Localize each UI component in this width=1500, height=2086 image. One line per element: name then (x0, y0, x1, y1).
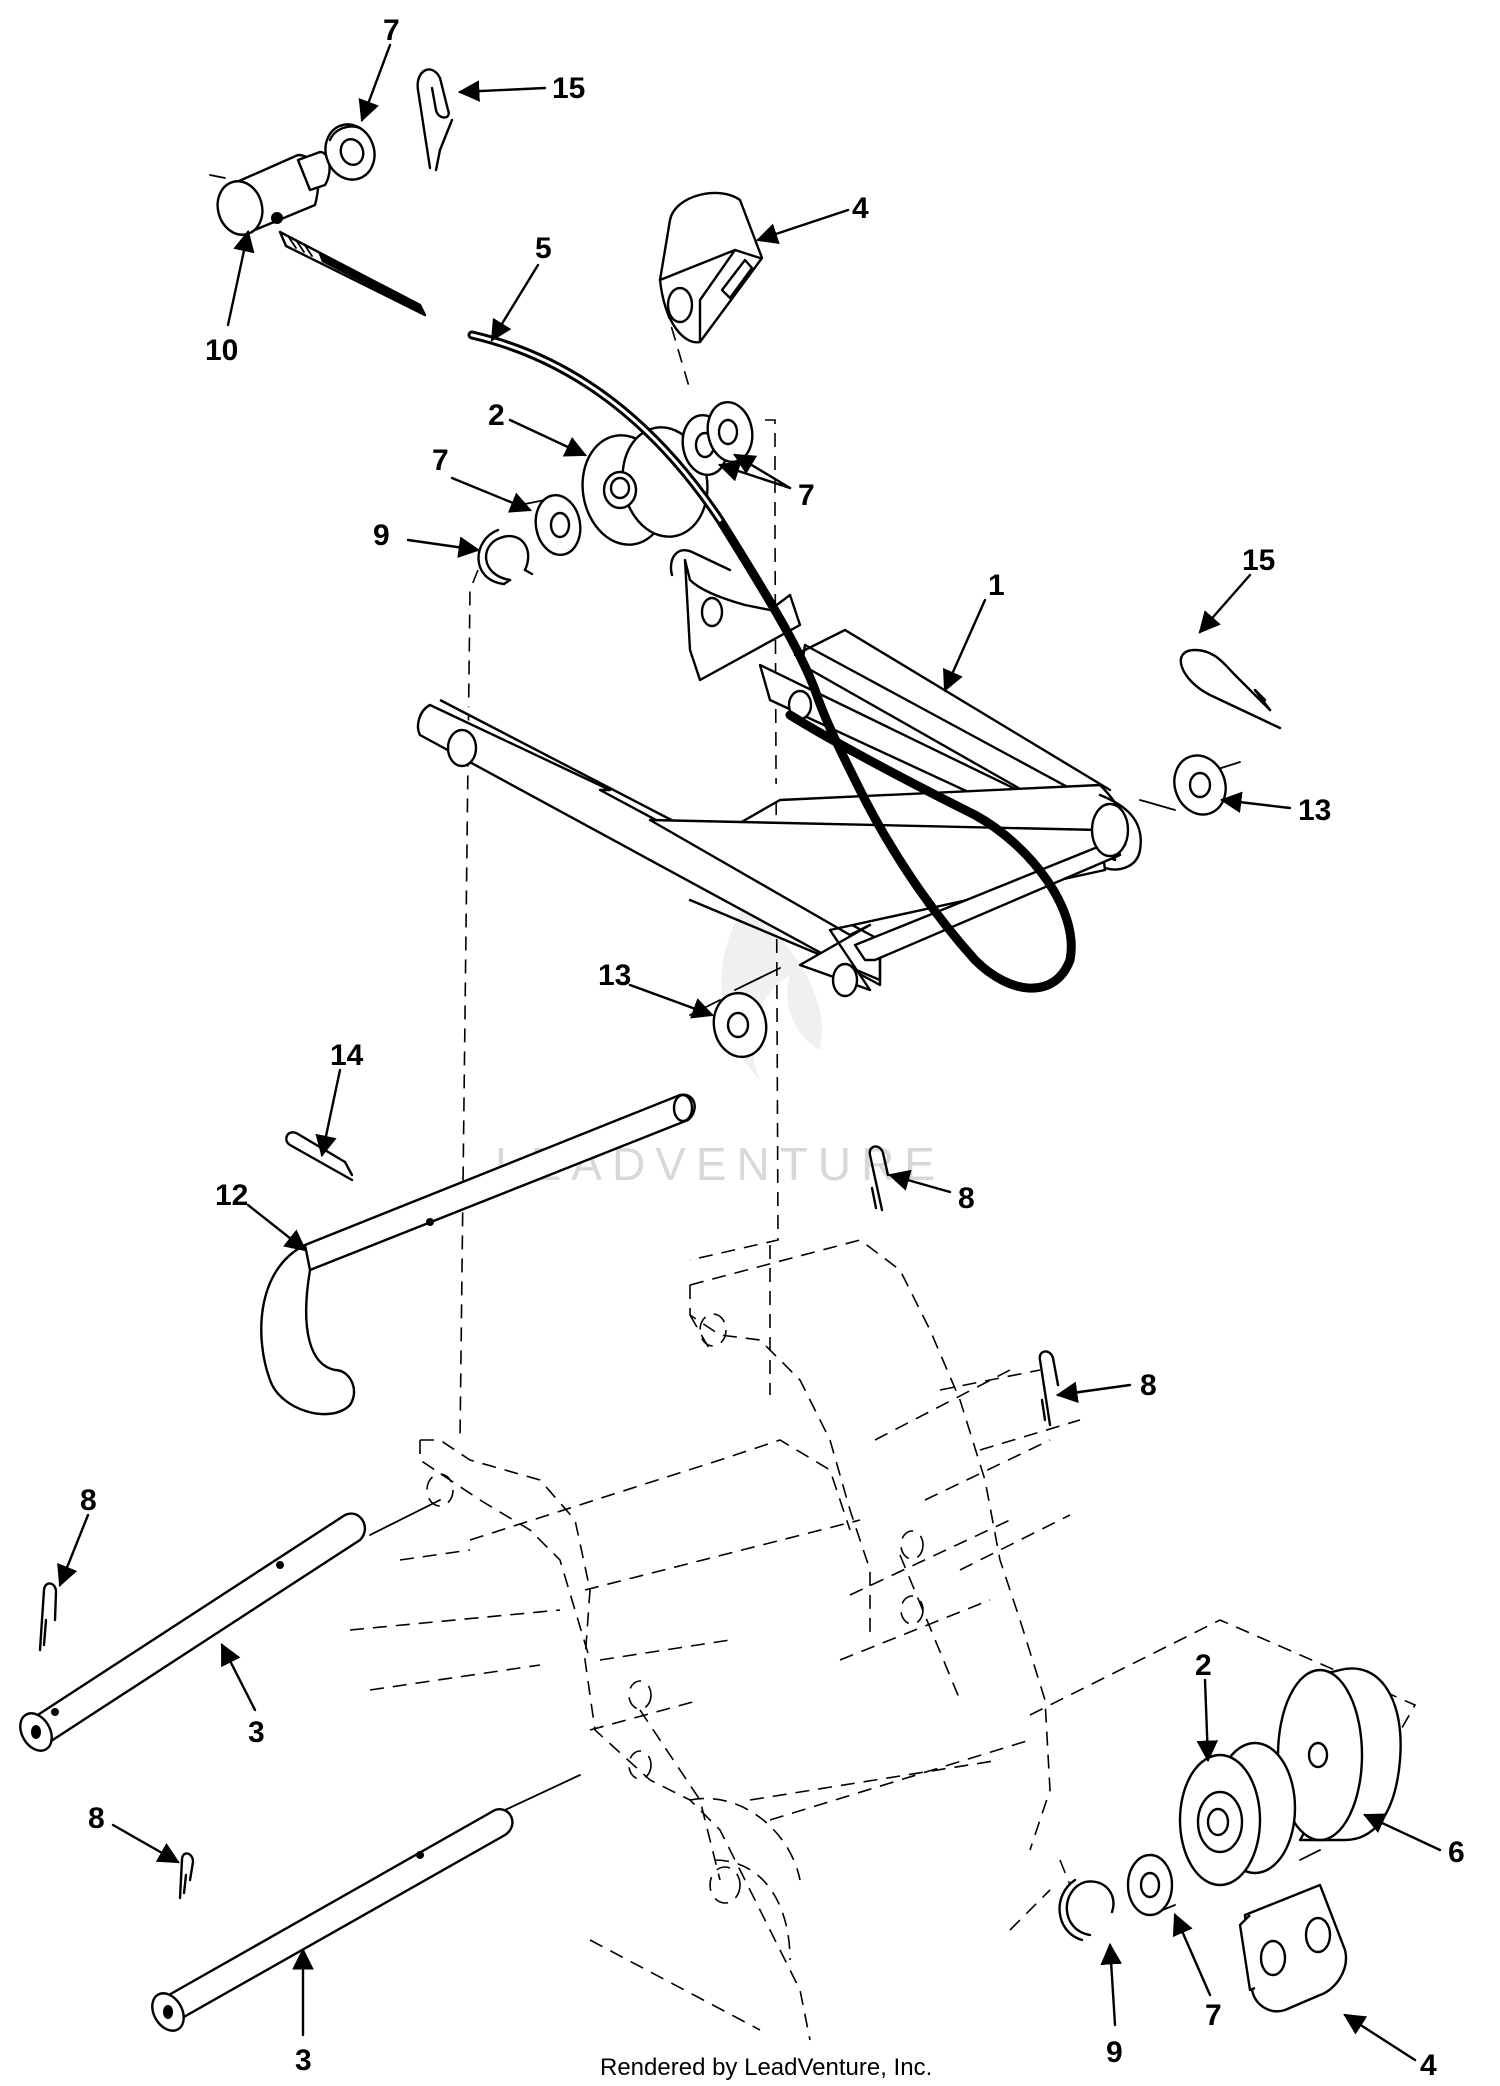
housing-bracket-outline (349, 1239, 1417, 2041)
callout-leaders (57, 43, 1442, 2062)
part-8-cotter-pin-left (38, 1582, 58, 1652)
callout-15-top: 15 (552, 72, 585, 105)
callout-7-lower: 7 (1205, 1999, 1222, 2032)
part-6-roller (1276, 1667, 1402, 1842)
part-9-snap-ring-top (477, 528, 534, 586)
part-4-clevis-lower (1238, 1883, 1348, 2013)
part-2-pulley-lower (1178, 1741, 1297, 1887)
part-8-cotter-pin-lower-left (178, 1852, 195, 1900)
callout-12: 12 (215, 1179, 248, 1212)
callout-2-lower: 2 (1195, 1649, 1212, 1682)
part-5-cable (467, 330, 1076, 993)
alignment-lines (209, 174, 1321, 1916)
part-13-washer-lower (712, 991, 768, 1059)
callout-7-pair: 7 (798, 479, 815, 512)
part-14-cotter-pin (285, 1131, 354, 1182)
part-12-j-rod (260, 1093, 696, 1416)
callout-5: 5 (535, 232, 552, 265)
part-13-washer-right (1173, 754, 1227, 816)
callout-14: 14 (330, 1039, 364, 1072)
part-9-snap-ring-lower (1058, 1878, 1115, 1942)
part-15-hairpin-top (416, 68, 454, 172)
part-1-swing-arm (416, 549, 1142, 998)
part-10-adjuster (216, 150, 427, 317)
callout-10: 10 (205, 334, 238, 367)
callout-8-upper: 8 (958, 1182, 975, 1215)
part-3-pin-lower (151, 1808, 514, 2032)
part-3-pin-upper (19, 1512, 367, 1752)
callout-4-top: 4 (852, 192, 869, 225)
callout-7-top: 7 (383, 14, 400, 47)
callout-13-lower: 13 (598, 959, 631, 992)
callout-3-upper: 3 (248, 1716, 265, 1749)
part-2-pulley-top (581, 426, 709, 546)
callout-8-left: 8 (80, 1484, 97, 1517)
callout-3-lower: 3 (295, 2044, 312, 2077)
callout-4-lower: 4 (1420, 2049, 1437, 2082)
part-7-washers-pair (681, 401, 754, 476)
callout-6: 6 (1448, 1836, 1465, 1869)
part-7-washer-left (534, 494, 582, 556)
part-7-washer-lower (1126, 1853, 1174, 1917)
part-8-cotter-pin-mid (1038, 1350, 1060, 1427)
callout-2-top: 2 (488, 399, 505, 432)
callout-8-lower-left: 8 (88, 1802, 105, 1835)
callout-13-right: 13 (1298, 794, 1331, 827)
footer-credit: Rendered by LeadVenture, Inc. (600, 2054, 932, 2081)
callout-9-lower: 9 (1106, 2036, 1123, 2069)
part-8-cotter-pin-upper (868, 1145, 890, 1212)
callout-labels: 7 15 4 5 10 2 7 7 9 1 15 13 13 14 12 8 8… (80, 14, 1465, 2082)
part-7-washer-top (324, 123, 376, 181)
callout-9-top: 9 (373, 519, 390, 552)
callout-15-right: 15 (1242, 544, 1275, 577)
callout-1: 1 (988, 569, 1005, 602)
part-15-hairpin-right (1179, 648, 1282, 730)
callout-7-left: 7 (432, 444, 449, 477)
part-4-clevis-top (658, 191, 764, 344)
callout-8-mid: 8 (1140, 1369, 1157, 1402)
